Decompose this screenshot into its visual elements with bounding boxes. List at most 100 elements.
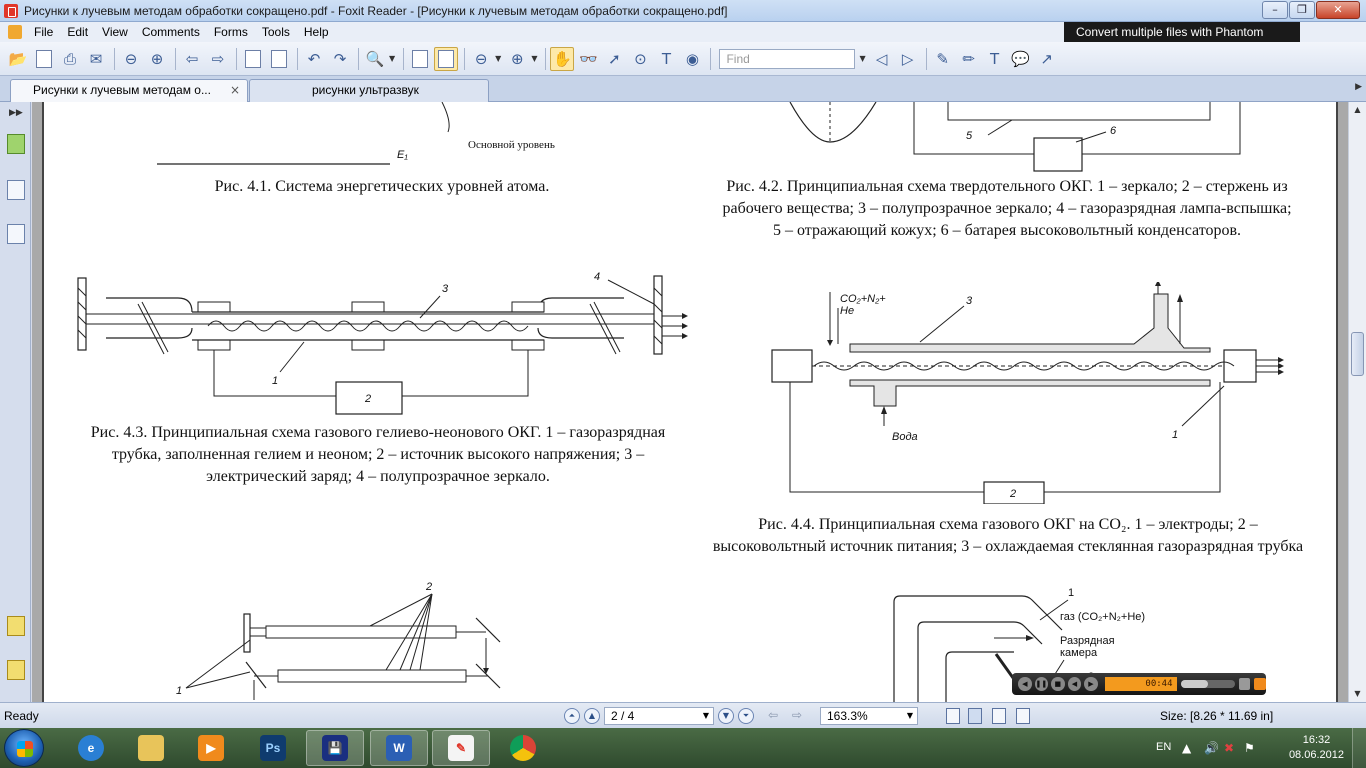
menu-view[interactable]: View (102, 25, 128, 39)
pencil-icon[interactable]: ✏ (962, 49, 975, 68)
arrow-tool-icon[interactable]: ↗ (1040, 49, 1053, 68)
facing-layout-icon[interactable] (992, 708, 1006, 724)
fit-width-icon[interactable] (434, 46, 459, 71)
volume-icon[interactable]: 🔊 (1204, 741, 1219, 755)
zoom-out-dropdown-icon[interactable]: ▼ (495, 54, 502, 63)
layers-icon[interactable] (7, 224, 25, 244)
zoom-icon[interactable]: 🔍 (365, 49, 385, 68)
bookmarks-icon[interactable] (7, 134, 25, 154)
zoom-level-input[interactable]: 163.3% ▼ (820, 707, 918, 725)
fit-page-icon[interactable] (408, 47, 432, 71)
player-volume-slider[interactable] (1180, 680, 1235, 688)
taskbar-save-app[interactable]: 💾 (306, 730, 364, 766)
email-icon[interactable]: ✉ (89, 49, 103, 68)
continuous-layout-icon[interactable] (968, 708, 982, 724)
pages-icon[interactable] (7, 180, 25, 200)
print-icon[interactable]: ⎙ (63, 49, 76, 68)
player-next-icon[interactable]: ▶ (1084, 677, 1098, 691)
player-prev-icon[interactable]: ◀ (1018, 677, 1032, 691)
text-select-icon[interactable]: T (661, 49, 672, 68)
first-page-icon[interactable]: ⏶ (564, 708, 580, 724)
zoom-in-dropdown-icon[interactable]: ▼ (531, 54, 538, 63)
glasses-icon[interactable]: 👓 (579, 49, 598, 68)
tab-active-document[interactable]: Рисунки к лучевым методам о... × (10, 79, 248, 102)
player-pause-icon[interactable]: ❚❚ (1034, 677, 1049, 691)
tab-ultrasound-document[interactable]: рисунки ультразвук (249, 79, 489, 102)
comments-panel-icon[interactable] (7, 616, 25, 636)
zoom-dropdown-icon[interactable]: ▼ (389, 54, 396, 63)
history-forward-icon[interactable]: ⇨ (792, 708, 803, 722)
note-icon[interactable]: ✎ (936, 49, 949, 68)
menu-forms[interactable]: Forms (213, 25, 248, 39)
minimize-button[interactable]: – (1262, 1, 1288, 19)
snapshot-icon[interactable]: ◉ (685, 49, 700, 68)
vertical-scrollbar[interactable]: ▲ ▼ (1348, 102, 1366, 702)
scrollbar-thumb[interactable] (1351, 332, 1364, 376)
scroll-up-icon[interactable]: ▲ (1354, 105, 1361, 114)
binoculars-icon[interactable]: ⊙ (634, 49, 647, 68)
scroll-down-icon[interactable]: ▼ (1354, 689, 1361, 698)
find-dropdown-icon[interactable]: ▼ (859, 54, 866, 63)
player-restore-icon[interactable] (1254, 678, 1266, 690)
menu-file[interactable]: File (34, 25, 54, 39)
action-center-icon[interactable]: ⚑ (1244, 741, 1255, 755)
maximize-button[interactable]: ❐ (1289, 1, 1315, 19)
taskbar-media-player[interactable]: ▶ (182, 730, 240, 766)
find-input[interactable]: Find (719, 48, 856, 69)
comment-icon[interactable]: 💬 (1011, 49, 1030, 68)
taskbar-photoshop[interactable]: Ps (244, 730, 302, 766)
menu-edit[interactable]: Edit (67, 25, 89, 39)
typewriter-icon[interactable]: T (990, 49, 1000, 68)
forward-icon[interactable]: ⇨ (211, 49, 225, 68)
zoom-out-icon[interactable]: ⊖ (474, 49, 488, 68)
network-icon[interactable]: ✖ (1224, 741, 1235, 755)
extract-page-icon[interactable] (267, 47, 291, 71)
menu-comments[interactable]: Comments (141, 25, 200, 39)
next-page-nav-icon[interactable]: ▼ (718, 708, 734, 724)
next-page-icon[interactable]: ⊕ (150, 49, 164, 68)
save-icon[interactable] (32, 47, 56, 71)
select-arrow-icon[interactable]: ➚ (608, 49, 621, 68)
previous-page-nav-icon[interactable]: ▲ (584, 708, 600, 724)
taskbar-clock[interactable]: 16:32 08.06.2012 (1289, 733, 1344, 763)
undo-icon[interactable]: ↶ (307, 49, 321, 68)
show-desktop-button[interactable] (1352, 728, 1366, 768)
document-menu-icon[interactable] (8, 25, 22, 39)
menu-tools[interactable]: Tools (261, 25, 290, 39)
ad-banner[interactable]: Convert multiple files with Phantom (1064, 22, 1300, 42)
document-viewport[interactable]: E₁ Основной уровень Рис. 4.1. Система эн… (32, 102, 1348, 702)
continuous-facing-layout-icon[interactable] (1016, 708, 1030, 724)
taskbar-explorer[interactable] (122, 730, 180, 766)
zoom-level-dropdown-icon[interactable]: ▼ (906, 711, 913, 720)
page-number-input[interactable]: 2 / 4 ▼ (604, 707, 714, 725)
taskbar-internet-explorer[interactable]: e (62, 730, 120, 766)
language-indicator[interactable]: EN (1156, 741, 1172, 753)
show-hidden-icons-icon[interactable]: ▲ (1182, 741, 1192, 755)
taskbar-chrome[interactable] (494, 730, 552, 766)
zoom-in-icon[interactable]: ⊕ (511, 49, 524, 68)
tabs-scroll-icon[interactable]: ▶ (1355, 82, 1362, 92)
find-next-icon[interactable]: ▷ (901, 49, 914, 68)
player-stop-icon[interactable]: ■ (1051, 677, 1065, 691)
last-page-icon[interactable]: ⏷ (738, 708, 754, 724)
expand-panel-icon[interactable]: ▶▶ (9, 108, 23, 118)
attachments-icon[interactable] (7, 660, 25, 680)
taskbar-word[interactable]: W (370, 730, 428, 766)
redo-icon[interactable]: ↷ (333, 49, 347, 68)
find-previous-icon[interactable]: ◁ (875, 49, 888, 68)
player-minimize-icon[interactable] (1238, 678, 1251, 690)
menu-help[interactable]: Help (303, 25, 329, 39)
player-back-icon[interactable]: ◀ (1067, 677, 1082, 691)
open-icon[interactable]: 📂 (8, 49, 28, 68)
previous-page-icon[interactable]: ⊖ (124, 49, 138, 68)
single-page-layout-icon[interactable] (946, 708, 960, 724)
tab-close-icon[interactable]: × (229, 83, 240, 97)
hand-tool-icon[interactable]: ✋ (550, 46, 575, 71)
history-back-icon[interactable]: ⇦ (768, 708, 779, 722)
page-dropdown-icon[interactable]: ▼ (702, 711, 709, 720)
taskbar-foxit-reader[interactable]: ✎ (432, 730, 490, 766)
close-button[interactable]: ✕ (1316, 1, 1360, 19)
insert-page-icon[interactable] (241, 47, 265, 71)
start-button[interactable] (4, 729, 44, 767)
back-icon[interactable]: ⇦ (185, 49, 199, 68)
